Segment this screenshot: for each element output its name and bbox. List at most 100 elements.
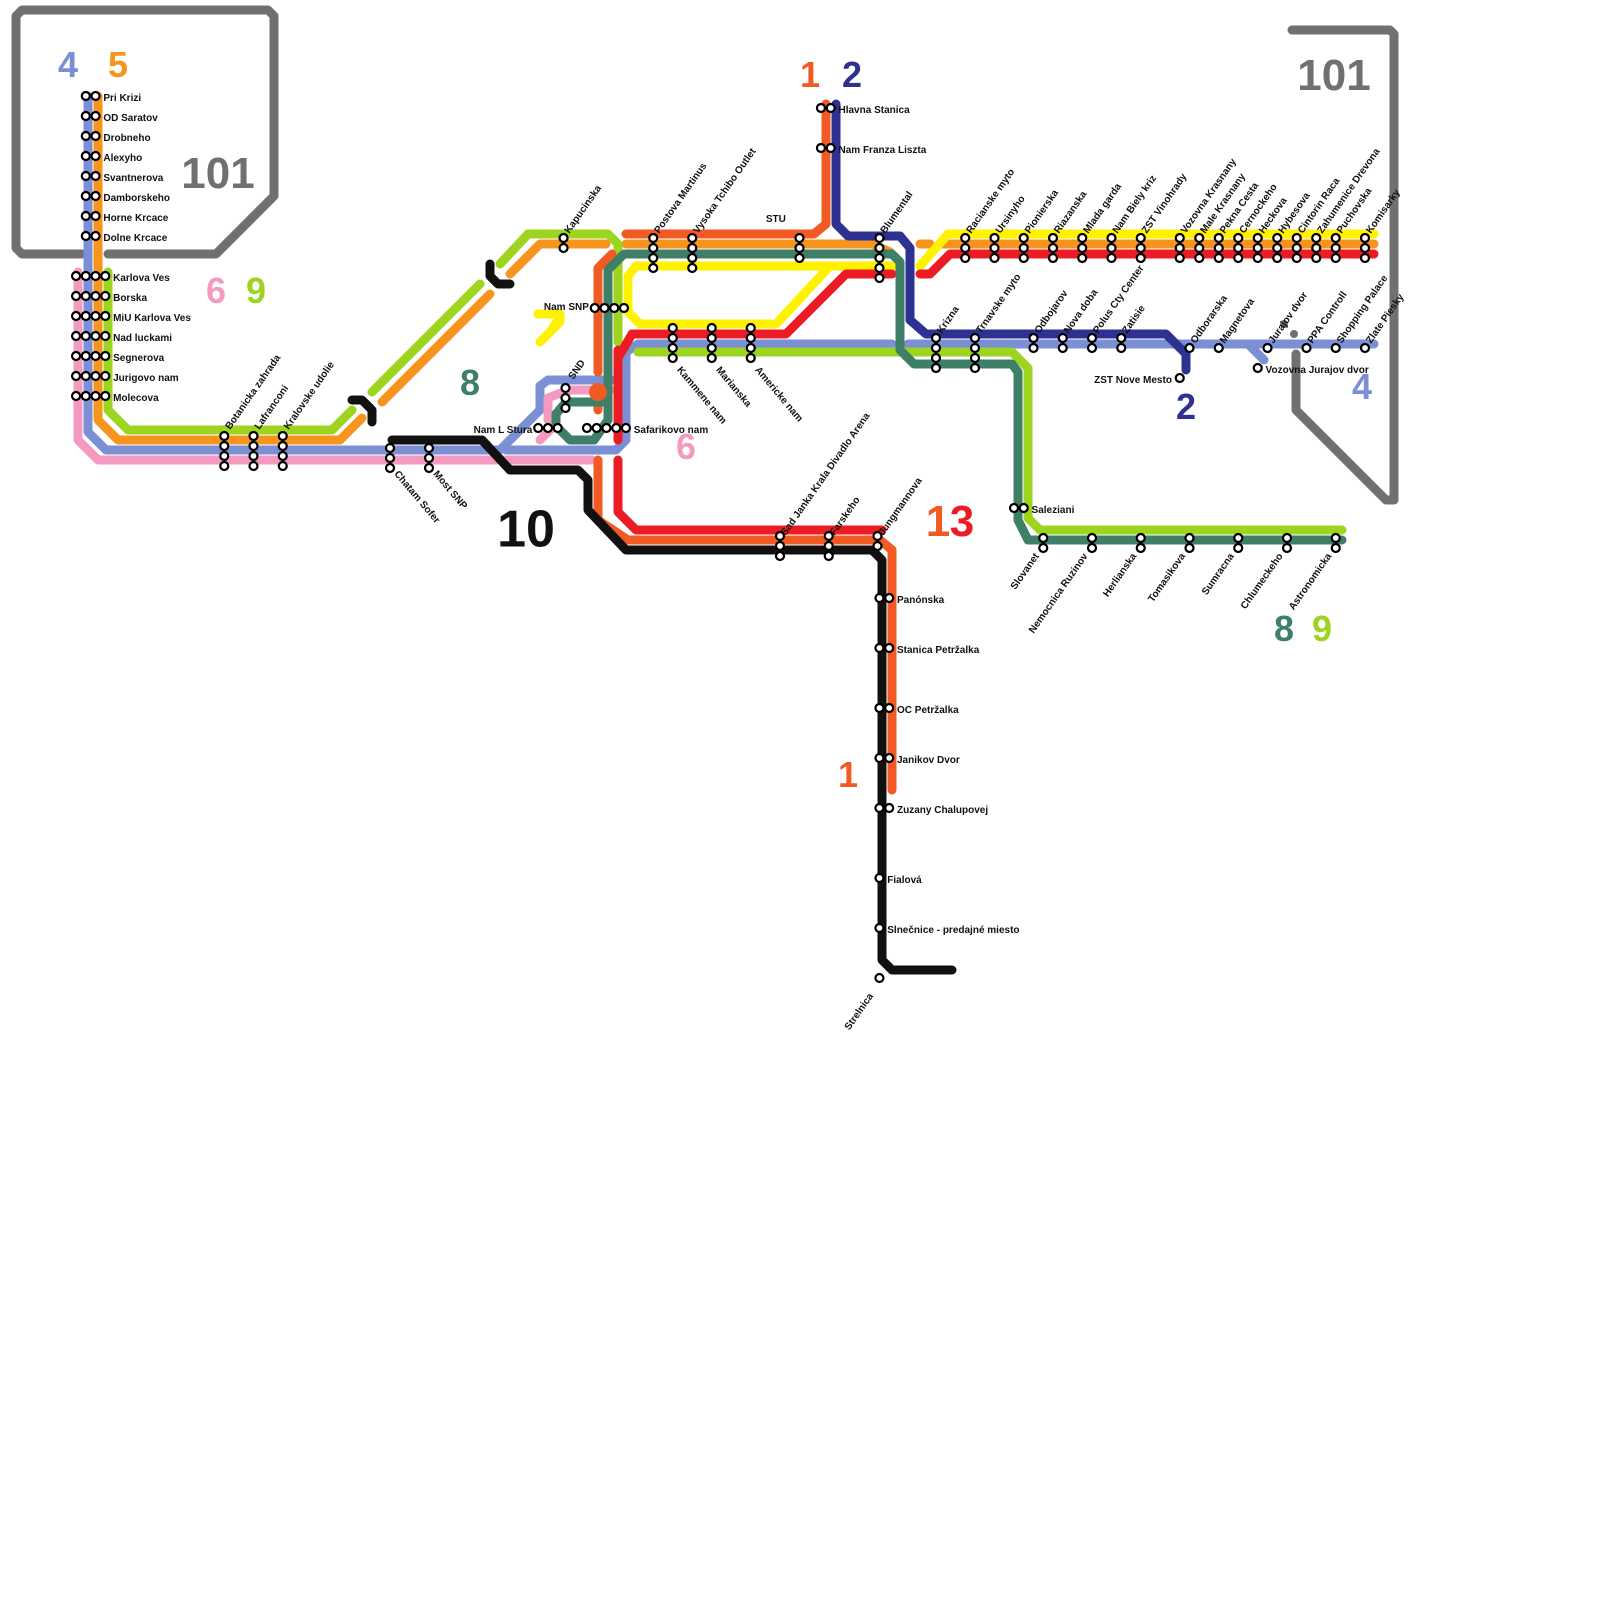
station-stop-marker (589, 302, 600, 314)
route-line-5 (505, 239, 611, 279)
station-label: Molecova (113, 393, 159, 404)
station-stop-marker (1174, 232, 1185, 244)
line-badge-8: 8 (460, 362, 480, 403)
line-badge-6: 6 (676, 426, 696, 467)
station-stop-marker (825, 102, 836, 114)
line-badge-4: 4 (58, 44, 78, 85)
station-horne-krcace (80, 210, 101, 222)
station-janikov-dvor (874, 752, 895, 764)
station-stop-marker (1184, 532, 1195, 544)
station-stop-marker (969, 362, 981, 374)
station-stop-marker (815, 102, 827, 114)
station-alexyho (80, 150, 101, 162)
station-sumracna (1233, 532, 1244, 554)
station-stop-marker (884, 802, 895, 814)
station-postova-martinus (648, 232, 659, 274)
station-stop-marker (874, 922, 885, 934)
station-riazanska (1047, 232, 1059, 264)
station-stop-marker (874, 642, 885, 654)
station-stop-marker (1135, 242, 1146, 254)
station-label: Jurigovo nam (113, 373, 179, 384)
station-label: Alexyho (103, 153, 142, 164)
station-stop-marker (969, 332, 981, 344)
station-stop-marker (884, 752, 895, 764)
station-stop-marker (70, 350, 82, 362)
station-svantnerova (80, 170, 101, 182)
station-stop-marker (745, 332, 756, 344)
line-badge-6: 6 (206, 270, 226, 311)
station-stop-marker (1213, 252, 1224, 264)
station-stop-marker (609, 302, 620, 314)
station-stop-marker (70, 370, 82, 382)
station-stop-marker (100, 350, 111, 362)
station-label: Botanicka zahrada (224, 353, 284, 432)
station-stop-marker (1116, 332, 1127, 344)
station-nam-snp (589, 302, 630, 314)
station-safarikovo-nam (581, 422, 632, 434)
station-stanica-petr-alka (874, 642, 895, 654)
station-miu-karlova-ves (70, 310, 111, 322)
station-tomasikova (1184, 532, 1195, 554)
station-stop-marker (277, 430, 288, 442)
station-stop-marker (100, 390, 111, 402)
station-stop-marker (930, 342, 942, 354)
route-junction-marker (589, 383, 607, 401)
station-stop-marker (1330, 342, 1341, 354)
station-stop-marker (1135, 532, 1146, 544)
station-label: Borska (113, 293, 147, 304)
line-badge-2: 2 (842, 54, 862, 95)
station-stop-marker (248, 430, 259, 442)
station-stop-marker (874, 242, 885, 254)
station-stop-marker (745, 322, 756, 334)
station-stop-marker (1311, 242, 1322, 254)
station-label: STU (766, 214, 786, 225)
station-farskeho (823, 530, 834, 562)
route-line-10 (485, 259, 515, 289)
station-vysoka-tchibo-outlet (687, 232, 698, 274)
station-stop-marker (1233, 532, 1244, 544)
station-pan-nska (874, 592, 895, 604)
station-stop-marker (277, 460, 288, 472)
station-stop-marker (1359, 242, 1371, 254)
station-americke-nam (745, 322, 756, 364)
station-stop-marker (1311, 232, 1322, 244)
station-stop-marker (872, 530, 883, 542)
station-stop-marker (648, 232, 659, 244)
station-label: Slovanet (1009, 551, 1042, 592)
station-stop-marker (1330, 242, 1341, 254)
route-line-7 (623, 261, 899, 309)
station-stop-marker (960, 242, 971, 254)
station-label: Svantnerova (103, 173, 163, 184)
station-stop-marker (1330, 252, 1341, 264)
station-nam-franza-liszta (815, 142, 836, 154)
station-stop-marker (80, 110, 91, 122)
station-stop-marker (874, 252, 885, 264)
station-stop-marker (1018, 252, 1029, 264)
station-magnetova (1213, 342, 1224, 354)
station-oc-petr-alka (874, 702, 895, 714)
station-stop-marker (1194, 252, 1205, 264)
route-line-5 (377, 289, 495, 407)
station-odbojarov (1028, 332, 1039, 354)
station-jungmannova (872, 530, 883, 552)
route-line-3 (613, 269, 897, 363)
station-stop-marker (1291, 252, 1302, 264)
station-stop-marker (100, 290, 111, 302)
station-stu (794, 232, 805, 264)
station-stop-marker (1086, 542, 1098, 554)
station-borska (70, 290, 111, 302)
station-stop-marker (90, 310, 101, 322)
station-stop-marker (1330, 232, 1341, 244)
station-most-snp (423, 442, 435, 474)
station-stop-marker (872, 540, 883, 552)
station-stop-marker (80, 270, 91, 282)
route-line-10 (347, 395, 377, 427)
station-stop-marker (930, 362, 942, 374)
station-slovanet (1038, 532, 1049, 554)
station-stop-marker (90, 350, 101, 362)
station-stop-marker (687, 252, 698, 264)
station-stop-marker (1018, 242, 1029, 254)
station-stop-marker (706, 332, 717, 344)
station-stop-marker (667, 322, 678, 334)
route-junction-marker (1290, 330, 1298, 338)
